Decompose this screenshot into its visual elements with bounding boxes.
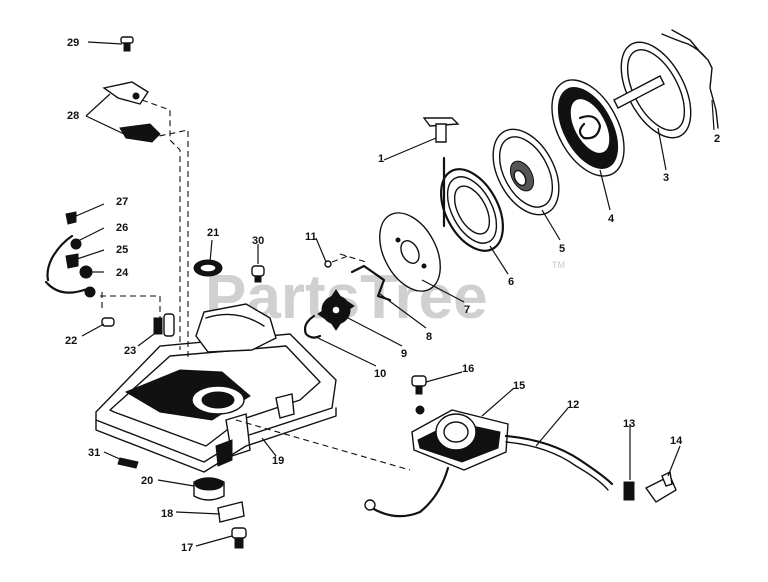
callout-18: 18 (161, 508, 173, 520)
callout-1: 1 (378, 153, 384, 165)
leader-lines (73, 41, 715, 547)
callout-7: 7 (464, 304, 470, 316)
part-17-screw (231, 527, 247, 549)
part-16-screw (411, 375, 427, 387)
part-21-bushing (193, 259, 223, 277)
part-2-shaft (661, 29, 719, 129)
part-30-screw (251, 265, 265, 283)
part-7-plate (379, 212, 441, 292)
part-11-screw (324, 255, 349, 268)
callout-24: 24 (116, 267, 129, 279)
callout-15: 15 (513, 380, 525, 392)
alignment-lines (100, 99, 411, 471)
callout-26: 26 (116, 222, 128, 234)
callout-2: 2 (714, 133, 720, 145)
part-22-screw (101, 317, 115, 327)
part-26-wire (46, 234, 74, 282)
part-25-nut (65, 253, 79, 269)
part-8-spring-clip (350, 264, 392, 302)
callout-5: 5 (559, 243, 565, 255)
callout-16: 16 (462, 363, 474, 375)
callout-9: 9 (401, 348, 407, 360)
callout-4: 4 (608, 213, 615, 225)
callout-28: 28 (67, 110, 79, 122)
part-28-brackets (102, 81, 161, 143)
part-19-housing (95, 303, 337, 473)
callout-20: 20 (141, 475, 153, 487)
part-18-plate (217, 501, 245, 523)
part-9-gear (317, 289, 355, 331)
part-13-terminal (623, 481, 635, 501)
callout-25: 25 (116, 244, 128, 256)
callout-31: 31 (88, 447, 100, 459)
callout-14: 14 (670, 435, 683, 447)
callout-19: 19 (272, 455, 284, 467)
part-4-rewind-cup (551, 79, 625, 177)
part-23-pin (153, 313, 175, 337)
callout-3: 3 (663, 172, 669, 184)
part-20-bearing (193, 477, 225, 501)
part-27-screw (65, 211, 77, 225)
part-12-lead (364, 434, 614, 518)
callout-12: 12 (567, 399, 579, 411)
callout-22: 22 (65, 335, 77, 347)
part-5-starter-cup (492, 128, 560, 216)
callout-23: 23 (124, 345, 136, 357)
callout-13: 13 (623, 418, 635, 430)
part-15-ignition-coil (411, 375, 509, 471)
part-29-screw (120, 36, 134, 52)
part-3-pulley (613, 41, 692, 139)
part-14-boot (644, 470, 677, 503)
callout-30: 30 (252, 235, 264, 247)
callout-6: 6 (508, 276, 514, 288)
left-small-parts (44, 211, 96, 298)
callout-17: 17 (181, 542, 193, 554)
watermark-trademark: TM (552, 260, 565, 270)
callout-8: 8 (426, 331, 432, 343)
callout-29: 29 (67, 37, 79, 49)
callout-11: 11 (305, 231, 317, 243)
part-6-recoil-spring (440, 156, 504, 252)
part-10-retainer-ring (303, 314, 322, 339)
callout-21: 21 (207, 227, 219, 239)
callout-27: 27 (116, 196, 128, 208)
part-31-pin (117, 457, 139, 469)
part-1-starter-handle (422, 117, 460, 143)
callout-labels: 1 2 3 4 5 6 7 8 9 10 11 12 13 14 15 16 1… (65, 37, 720, 554)
callout-10: 10 (374, 368, 386, 380)
